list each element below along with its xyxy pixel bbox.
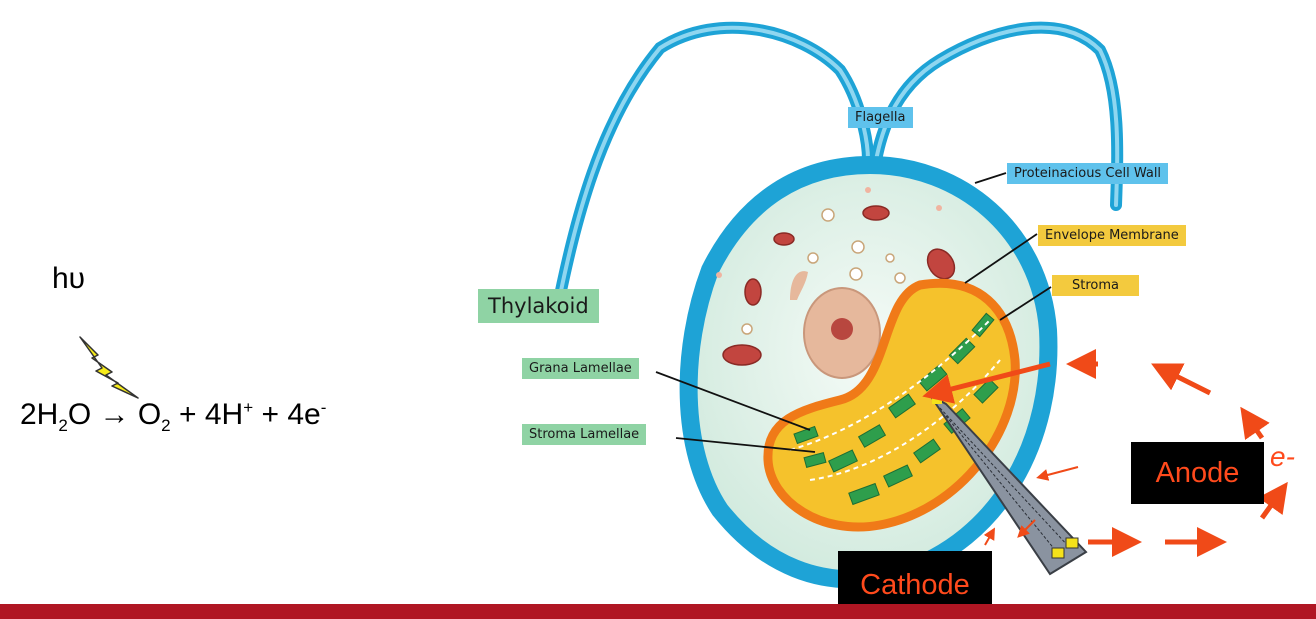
photon-energy-label: hυ — [52, 262, 85, 296]
electron-label: e- — [1270, 441, 1295, 473]
flagella-label: Flagella — [848, 107, 913, 128]
stroma-label: Stroma — [1052, 275, 1139, 296]
cell-wall-label: Proteinacious Cell Wall — [1007, 163, 1168, 184]
stroma-lamellae-label: Stroma Lamellae — [522, 424, 646, 445]
footer-bar — [0, 604, 1316, 619]
thylakoid-label: Thylakoid — [478, 289, 599, 323]
water-splitting-equation: 2H2O → O2 + 4H+ + 4e- — [20, 398, 326, 436]
envelope-membrane-label: Envelope Membrane — [1038, 225, 1186, 246]
lightning-icon — [80, 337, 138, 398]
grana-lamellae-label: Grana Lamellae — [522, 358, 639, 379]
anode-label: Anode — [1131, 442, 1264, 504]
